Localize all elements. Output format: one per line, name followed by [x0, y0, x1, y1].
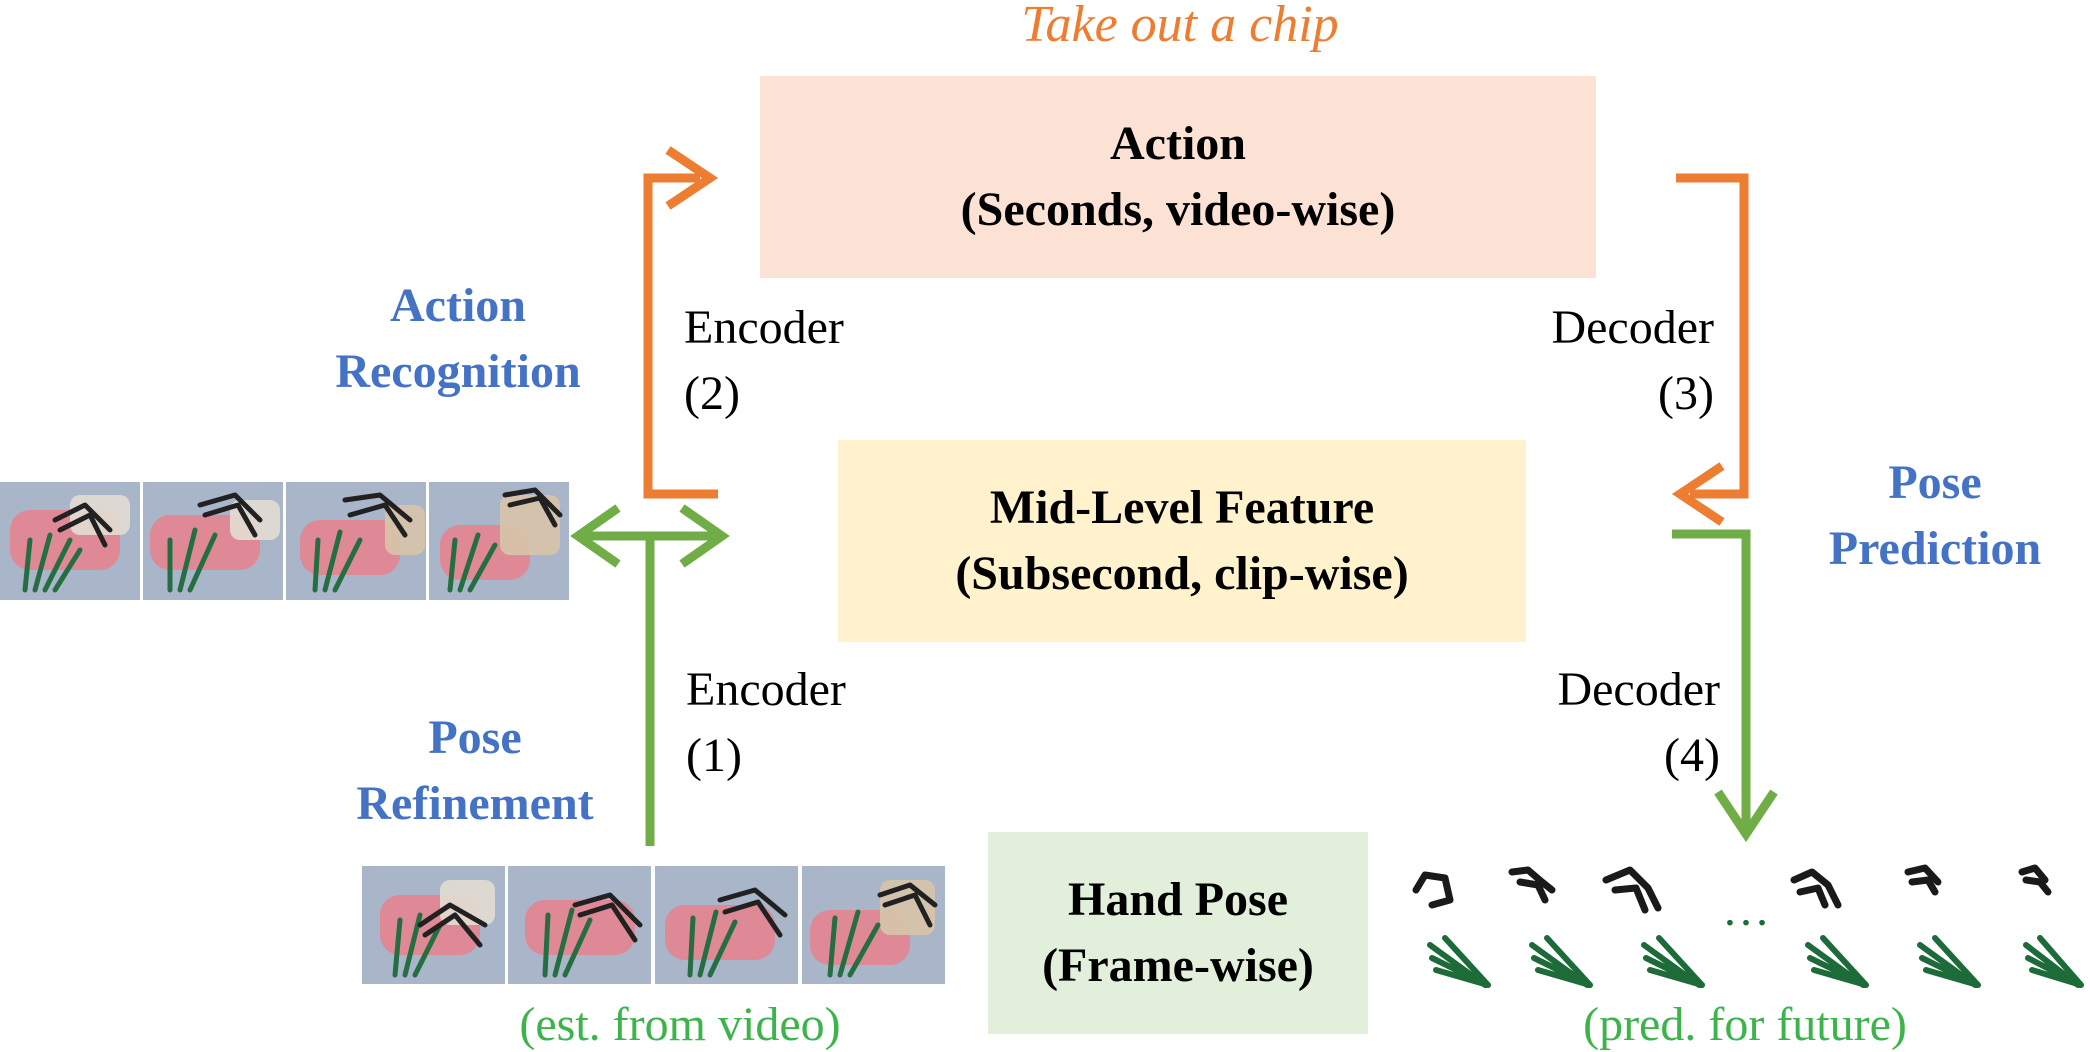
predicted-pose-black	[1904, 864, 1942, 896]
thumbnail-scenes	[10, 487, 938, 978]
mid-level-box-title: Mid-Level Feature	[989, 481, 1375, 534]
predicted-pose-black	[2018, 864, 2052, 896]
decoder-3-arrow	[1671, 173, 1749, 526]
predicted-pose-green	[1427, 935, 1491, 988]
action-box-subtitle: (Seconds, video-wise)	[960, 183, 1396, 236]
encoder-2-arrow	[643, 146, 719, 499]
hand-pose-box-subtitle: (Frame-wise)	[1042, 939, 1314, 992]
hand-pose-box: Hand Pose (Frame-wise)	[988, 832, 1368, 1034]
decoder-3-label: Decoder (3)	[1551, 301, 1714, 420]
mid-level-feature-box: Mid-Level Feature (Subsecond, clip-wise)	[838, 440, 1526, 642]
predicted-pose-sequence	[1412, 864, 2084, 988]
hand-pose-box-title: Hand Pose	[1067, 873, 1289, 926]
pose-refinement-label: Pose Refinement	[356, 711, 594, 830]
thumbnail-scene	[525, 900, 635, 955]
decoder-4-label: Decoder (4)	[1557, 663, 1720, 782]
predicted-pose-green	[1805, 935, 1869, 988]
thumbnail-scene	[440, 495, 560, 580]
predicted-pose-black	[1508, 866, 1556, 904]
diagram-title: Take out a chip	[1021, 0, 1339, 53]
estimated-caption: (est. from video)	[519, 998, 841, 1051]
predicted-pose-black	[1790, 868, 1842, 909]
predicted-pose-green	[1529, 935, 1593, 988]
encoder-1-arrow	[570, 504, 730, 846]
encoder-1-label: Encoder (1)	[686, 663, 846, 782]
predicted-pose-green	[2023, 935, 2084, 988]
predicted-pose-black	[1602, 866, 1662, 914]
predicted-caption: (pred. for future)	[1583, 998, 1907, 1051]
predicted-pose-green	[1641, 935, 1705, 988]
encoder-2-label: Encoder (2)	[684, 301, 844, 420]
ellipsis-mark: …	[1722, 883, 1770, 936]
pose-prediction-label: Pose Prediction	[1828, 456, 2042, 575]
decoder-4-arrow	[1672, 529, 1778, 843]
action-box: Action (Seconds, video-wise)	[760, 76, 1596, 278]
predicted-pose-green	[1917, 935, 1981, 988]
mid-level-box-subtitle: (Subsecond, clip-wise)	[955, 547, 1409, 600]
action-recognition-label: Action Recognition	[335, 279, 581, 398]
predicted-pose-black	[1412, 871, 1454, 909]
action-box-title: Action	[1110, 117, 1246, 170]
